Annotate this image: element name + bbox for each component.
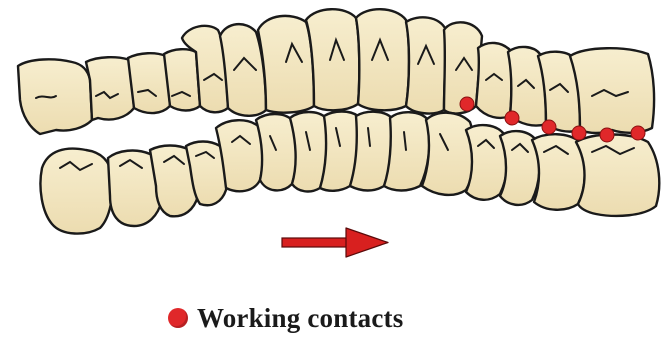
- lower-right-lateral-incisor: [384, 112, 430, 190]
- arrow-right-icon: [282, 228, 388, 257]
- legend: Working contacts: [168, 300, 403, 336]
- lower-right-canine: [422, 113, 475, 195]
- contact-dot: [505, 111, 519, 125]
- lower-right-molar-2: [576, 135, 659, 216]
- upper-left-lateral-incisor: [258, 16, 314, 113]
- upper-right-molar-2: [570, 48, 654, 133]
- upper-right-premolar-1: [476, 43, 512, 118]
- contact-dot: [542, 120, 556, 134]
- red-dot-icon: [168, 308, 188, 328]
- upper-left-molar-1: [128, 53, 170, 113]
- legend-label: Working contacts: [197, 303, 403, 334]
- contact-dot: [572, 126, 586, 140]
- upper-right-central-incisor: [356, 9, 409, 110]
- upper-left-molar-2: [86, 57, 134, 120]
- contact-dot: [600, 128, 614, 142]
- contact-dot: [460, 97, 474, 111]
- contact-dot: [631, 126, 645, 140]
- upper-right-lateral-incisor: [406, 17, 446, 113]
- upper-left-premolar-2: [164, 49, 200, 110]
- lower-left-molar-3: [40, 149, 112, 234]
- lower-left-canine: [256, 114, 297, 190]
- upper-left-central-incisor: [306, 9, 359, 110]
